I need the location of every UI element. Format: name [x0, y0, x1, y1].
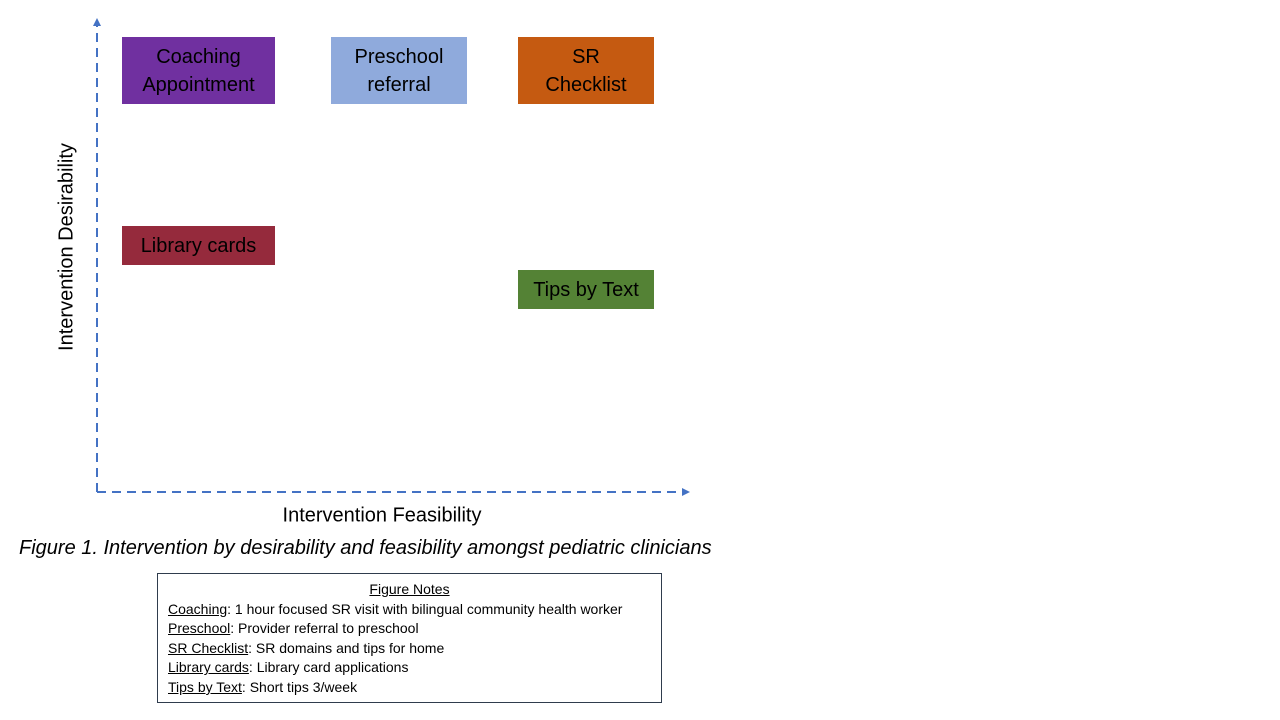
note-desc: : SR domains and tips for home	[248, 639, 445, 656]
box-tips-by-text: Tips by Text	[518, 270, 654, 309]
y-axis-label: Intervention Desirability	[55, 143, 78, 351]
note-term: SR Checklist	[168, 639, 249, 656]
box-coaching-appointment: Coaching Appointment	[122, 37, 275, 104]
note-item-preschool: Preschool: Provider referral to preschoo…	[168, 619, 651, 639]
box-sr-checklist: SR Checklist	[518, 37, 654, 104]
figure-caption: Figure 1. Intervention by desirability a…	[19, 537, 712, 559]
figure-notes-box: Figure Notes Coaching: 1 hour focused SR…	[157, 573, 662, 703]
note-desc: : 1 hour focused SR visit with bilingual…	[227, 600, 623, 617]
figure-notes-title: Figure Notes	[369, 581, 450, 597]
note-desc: : Provider referral to preschool	[230, 620, 419, 637]
note-term: Library cards	[168, 659, 249, 676]
note-term: Tips by Text	[168, 678, 242, 695]
box-library-cards: Library cards	[122, 226, 275, 265]
note-item-library-cards: Library cards: Library card applications	[168, 658, 651, 678]
note-desc: : Short tips 3/week	[241, 678, 358, 695]
note-desc: : Library card applications	[248, 659, 409, 676]
box-preschool-referral: Preschool referral	[331, 37, 467, 104]
x-axis-label: Intervention Feasibility	[282, 504, 482, 527]
note-item-coaching: Coaching: 1 hour focused SR visit with b…	[168, 600, 651, 620]
note-term: Preschool	[168, 620, 231, 637]
note-term: Coaching	[168, 600, 228, 617]
note-item-sr-checklist: SR Checklist: SR domains and tips for ho…	[168, 639, 651, 659]
note-item-tips-by-text: Tips by Text: Short tips 3/week	[168, 678, 651, 698]
